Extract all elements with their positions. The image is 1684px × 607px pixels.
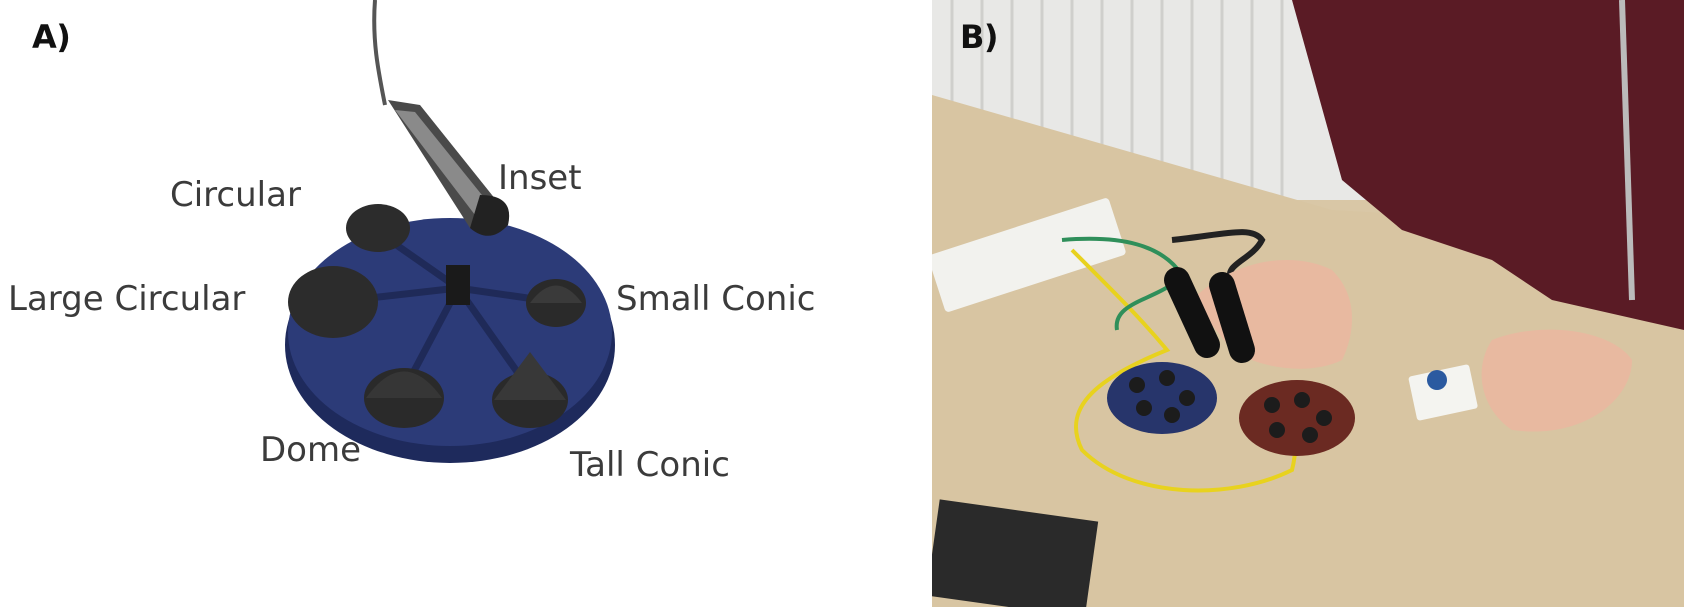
- coiled-cable: [1171, 229, 1266, 282]
- push-button: [1427, 370, 1447, 390]
- label-inset: Inset: [498, 158, 582, 198]
- panel-label-a: A): [32, 18, 71, 56]
- finger-sleeve-1: [1164, 267, 1220, 358]
- label-dome: Dome: [260, 430, 362, 470]
- device-corner: [932, 499, 1099, 607]
- panel-a: A) Circular Inset Large Circular Small C…: [8, 0, 816, 485]
- circular-pad: [346, 204, 410, 252]
- clip-jaw: [470, 195, 510, 236]
- breadboard: [932, 198, 1126, 312]
- red-touchpad: [1239, 380, 1355, 456]
- label-large-circular: Large Circular: [8, 279, 246, 319]
- small-breadboard: [1408, 364, 1478, 421]
- panel-label-b: B): [960, 18, 999, 56]
- tall-conic-top: [494, 352, 566, 400]
- label-circular: Circular: [170, 175, 301, 215]
- radiator: [950, 0, 1284, 215]
- user-study-photo: [932, 0, 1684, 607]
- touchpad-illustration: [285, 0, 615, 463]
- panel-b: B): [932, 0, 1684, 607]
- yellow-wire: [1070, 248, 1298, 493]
- inset-post: [446, 265, 470, 305]
- small-conic-top: [530, 285, 582, 303]
- finger-sleeve-2: [1209, 272, 1255, 363]
- cable: [372, 0, 387, 106]
- hoodie: [1292, 0, 1684, 330]
- label-small-conic: Small Conic: [616, 279, 816, 319]
- zipper: [1619, 0, 1635, 301]
- dome-top: [366, 371, 442, 398]
- label-tall-conic: Tall Conic: [570, 445, 730, 485]
- pad-bumps: [1129, 370, 1332, 443]
- left-hand: [1481, 329, 1632, 432]
- large-circular-pad: [288, 266, 378, 338]
